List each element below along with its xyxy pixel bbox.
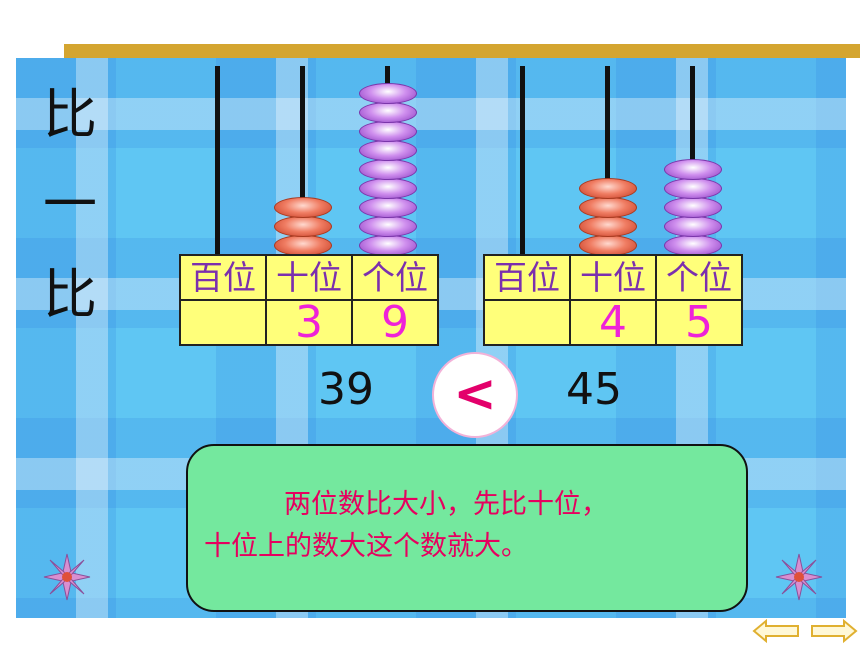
left-arrow-icon — [752, 618, 799, 644]
ones-bead — [359, 159, 417, 180]
header-hundreds: 百位 — [179, 254, 267, 301]
rod-tens — [300, 66, 305, 254]
ones-bead — [359, 121, 417, 142]
next-slide-button[interactable] — [808, 618, 858, 644]
ones-bead — [359, 235, 417, 256]
digit-tens: 3 — [265, 299, 353, 346]
digit-hundreds — [179, 299, 267, 346]
place-value-table-right: 百位 十位 个位 4 5 — [483, 254, 743, 346]
tens-bead — [579, 178, 637, 199]
number-left: 39 — [318, 364, 374, 415]
rule-note: 两位数比大小，先比十位， 十位上的数大这个数就大。 — [186, 444, 748, 612]
rod-tens — [605, 66, 610, 254]
header-tens: 十位 — [265, 254, 353, 301]
rule-line-2: 十位上的数大这个数就大。 — [204, 531, 528, 562]
title-char-3: 比 — [43, 263, 97, 326]
ones-bead — [359, 83, 417, 104]
tens-bead — [579, 197, 637, 218]
place-value-table-left: 百位 十位 个位 3 9 — [179, 254, 439, 346]
ones-bead — [664, 197, 722, 218]
top-decorative-bar — [64, 44, 860, 58]
rule-line-1: 两位数比大小，先比十位， — [284, 489, 608, 520]
tens-bead — [274, 216, 332, 237]
ones-bead — [359, 216, 417, 237]
title-char-1: 比 — [43, 83, 97, 146]
digit-ones: 9 — [351, 299, 439, 346]
ones-bead — [664, 216, 722, 237]
tens-bead — [274, 197, 332, 218]
tens-bead — [579, 235, 637, 256]
header-ones: 个位 — [655, 254, 743, 301]
number-right: 45 — [566, 364, 622, 415]
ones-bead — [359, 102, 417, 123]
prev-slide-button[interactable] — [752, 618, 802, 644]
ones-bead — [664, 178, 722, 199]
ones-bead — [359, 178, 417, 199]
header-ones: 个位 — [351, 254, 439, 301]
title-char-2: 一 — [43, 173, 97, 236]
right-arrow-icon — [811, 618, 858, 644]
star-flower-icon — [43, 553, 91, 601]
tens-bead — [579, 216, 637, 237]
digit-hundreds — [483, 299, 571, 346]
digit-ones: 5 — [655, 299, 743, 346]
header-tens: 十位 — [569, 254, 657, 301]
tens-bead — [274, 235, 332, 256]
rod-hundreds — [520, 66, 525, 254]
ones-bead — [664, 235, 722, 256]
header-hundreds: 百位 — [483, 254, 571, 301]
ones-bead — [359, 197, 417, 218]
ones-bead — [359, 140, 417, 161]
star-flower-icon — [775, 553, 823, 601]
ones-bead — [664, 159, 722, 180]
digit-tens: 4 — [569, 299, 657, 346]
comparison-symbol: < — [432, 352, 518, 438]
rod-hundreds — [215, 66, 220, 254]
